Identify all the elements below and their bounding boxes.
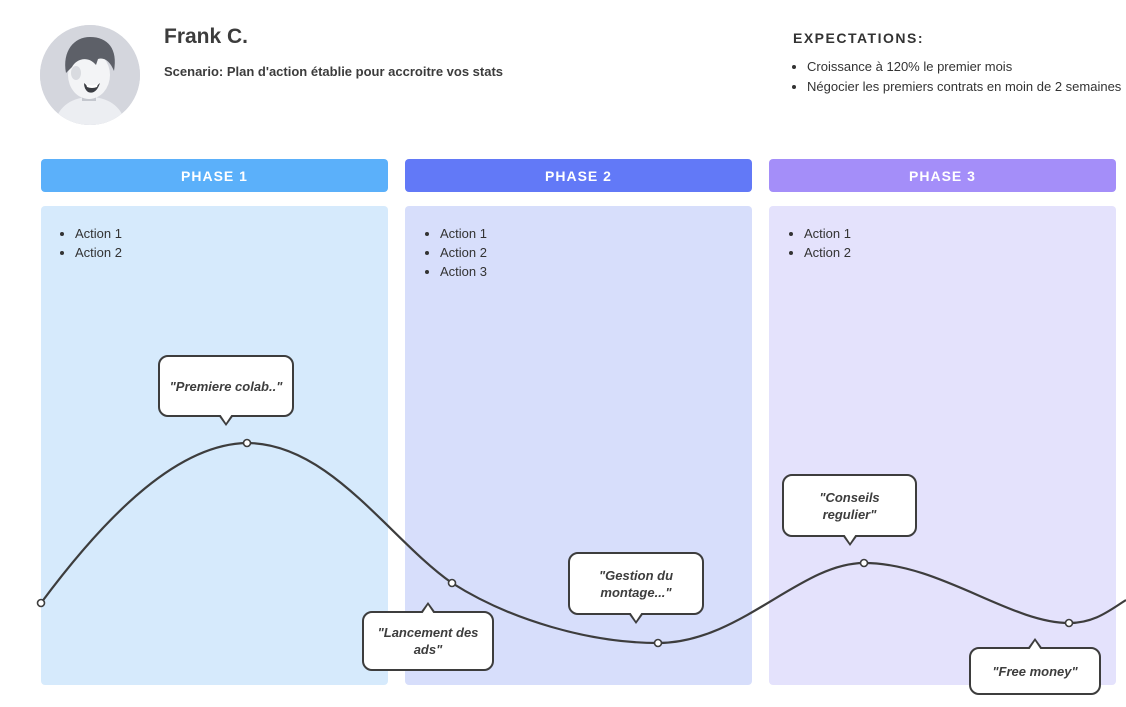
expectations-list: Croissance à 120% le premier mois Négoci… — [789, 57, 1121, 97]
phase-1-header: PHASE 1 — [41, 159, 388, 192]
quote-bubble-premiere-colab: "Premiere colab.." — [158, 355, 294, 426]
expectation-item: Négocier les premiers contrats en moin d… — [807, 77, 1121, 97]
avatar — [40, 25, 140, 125]
phase-1-panel — [41, 206, 388, 685]
journey-line — [40, 441, 1126, 645]
journey-point — [859, 558, 869, 568]
persona-name: Frank C. — [164, 25, 249, 48]
quote-bubble-conseils-regulier: "Conseils regulier" — [782, 474, 917, 546]
phase-3-header: PHASE 3 — [769, 159, 1116, 192]
expectations-title: EXPECTATIONS: — [793, 30, 924, 46]
person-avatar-icon — [40, 25, 140, 125]
journey-point — [242, 438, 252, 448]
quote-bubble-free-money: "Free money" — [969, 638, 1101, 695]
quote-bubble-lancement-ads: "Lancement des ads" — [362, 602, 494, 671]
action-item: Action 3 — [440, 262, 487, 281]
phase-3-panel — [769, 206, 1116, 685]
phase-1-actions: Action 1 Action 2 — [58, 224, 122, 262]
journey-point — [36, 598, 46, 608]
action-item: Action 2 — [440, 243, 487, 262]
expectation-item: Croissance à 120% le premier mois — [807, 57, 1121, 77]
action-item: Action 1 — [75, 224, 122, 243]
quote-bubble-gestion-montage: "Gestion du montage..." — [568, 552, 704, 624]
action-item: Action 1 — [804, 224, 851, 243]
action-item: Action 2 — [804, 243, 851, 262]
journey-point — [1064, 618, 1074, 628]
action-item: Action 1 — [440, 224, 487, 243]
journey-point — [653, 638, 663, 648]
phase-2-header: PHASE 2 — [405, 159, 752, 192]
action-item: Action 2 — [75, 243, 122, 262]
phase-2-actions: Action 1 Action 2 Action 3 — [423, 224, 487, 281]
phase-3-actions: Action 1 Action 2 — [787, 224, 851, 262]
persona-scenario: Scenario: Plan d'action établie pour acc… — [164, 64, 504, 79]
journey-point — [447, 578, 457, 588]
